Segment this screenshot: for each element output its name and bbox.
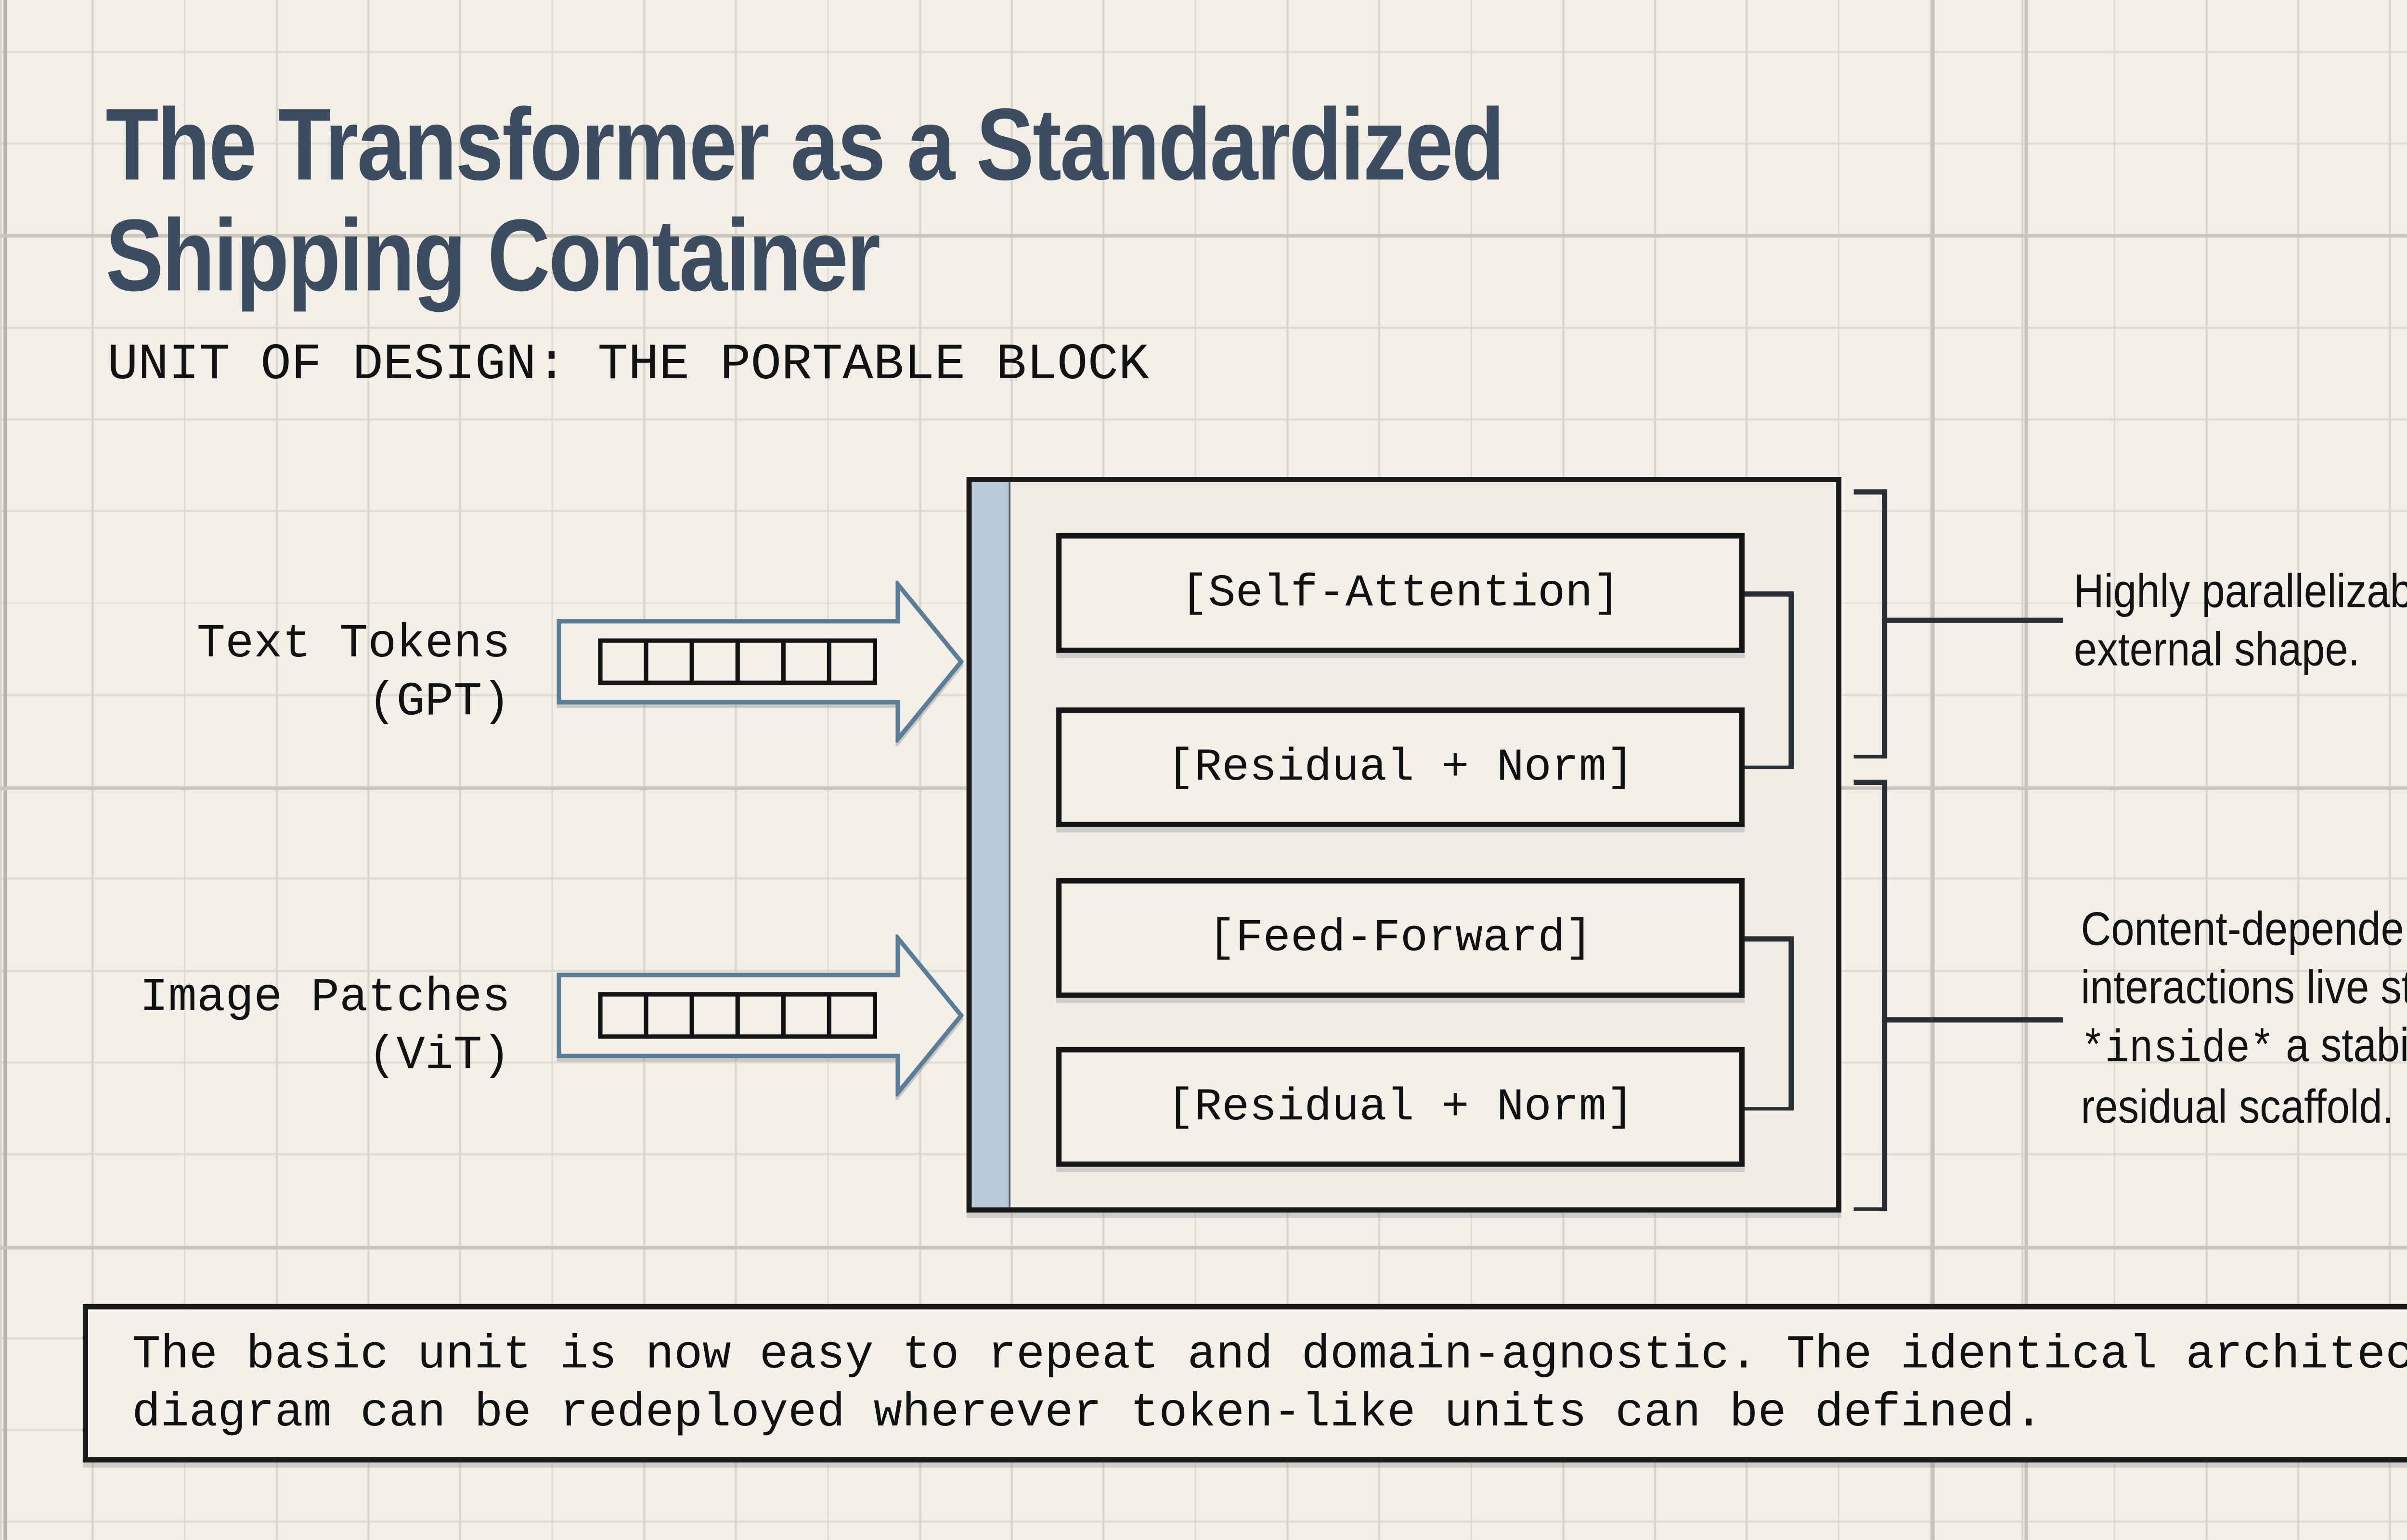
grid-accent-row [0, 1246, 2407, 1249]
page-title: The Transformer as a Standardized Shippi… [105, 88, 1504, 313]
left-margin-line [3, 0, 6, 1540]
token-arrow-vit [556, 934, 964, 1097]
caption-text: The basic unit is now easy to repeat and… [132, 1330, 2407, 1441]
bracket-top-cap-lower [1853, 754, 1886, 759]
input-label-image-patches: Image Patches (ViT) [140, 973, 511, 1084]
connector-pair2-stub-top [1744, 936, 1792, 941]
connector-pair1-vertical [1788, 591, 1793, 770]
token-arrow-gpt [556, 580, 964, 743]
annotation-external-shape: Highly parallelizable external shape. [2073, 565, 2407, 676]
bracket-top-cap-upper [1853, 489, 1886, 494]
token-cells [644, 641, 831, 683]
leader-line-bottom [1882, 1017, 2063, 1022]
connector-pair2-vertical [1788, 936, 1793, 1111]
bracket-bottom-cap-upper [1853, 780, 1886, 784]
container-accent-strip [971, 482, 1011, 1207]
layer-self-attention: [Self-Attention] [1056, 533, 1745, 653]
layer-residual-norm-1: [Residual + Norm] [1056, 707, 1745, 827]
connector-pair1-stub-bot [1744, 764, 1792, 770]
connector-pair2-stub-bot [1744, 1106, 1792, 1111]
bracket-bottom-vertical [1882, 780, 1887, 1211]
input-label-text-tokens: Text Tokens (GPT) [196, 619, 511, 731]
token-cells [644, 994, 831, 1037]
caption-box: The basic unit is now easy to repeat and… [82, 1304, 2407, 1463]
page-subtitle: UNIT OF DESIGN: THE PORTABLE BLOCK [107, 336, 1149, 395]
bracket-bottom-cap-lower [1853, 1206, 1886, 1211]
connector-pair1-stub-top [1744, 591, 1792, 596]
bracket-top-vertical [1882, 489, 1887, 759]
layer-residual-norm-2: [Residual + Norm] [1056, 1047, 1745, 1167]
layer-feed-forward: [Feed-Forward] [1056, 878, 1745, 998]
transformer-block-container: [Self-Attention] [Residual + Norm] [Feed… [966, 477, 1842, 1213]
leader-line-top [1882, 617, 2063, 622]
